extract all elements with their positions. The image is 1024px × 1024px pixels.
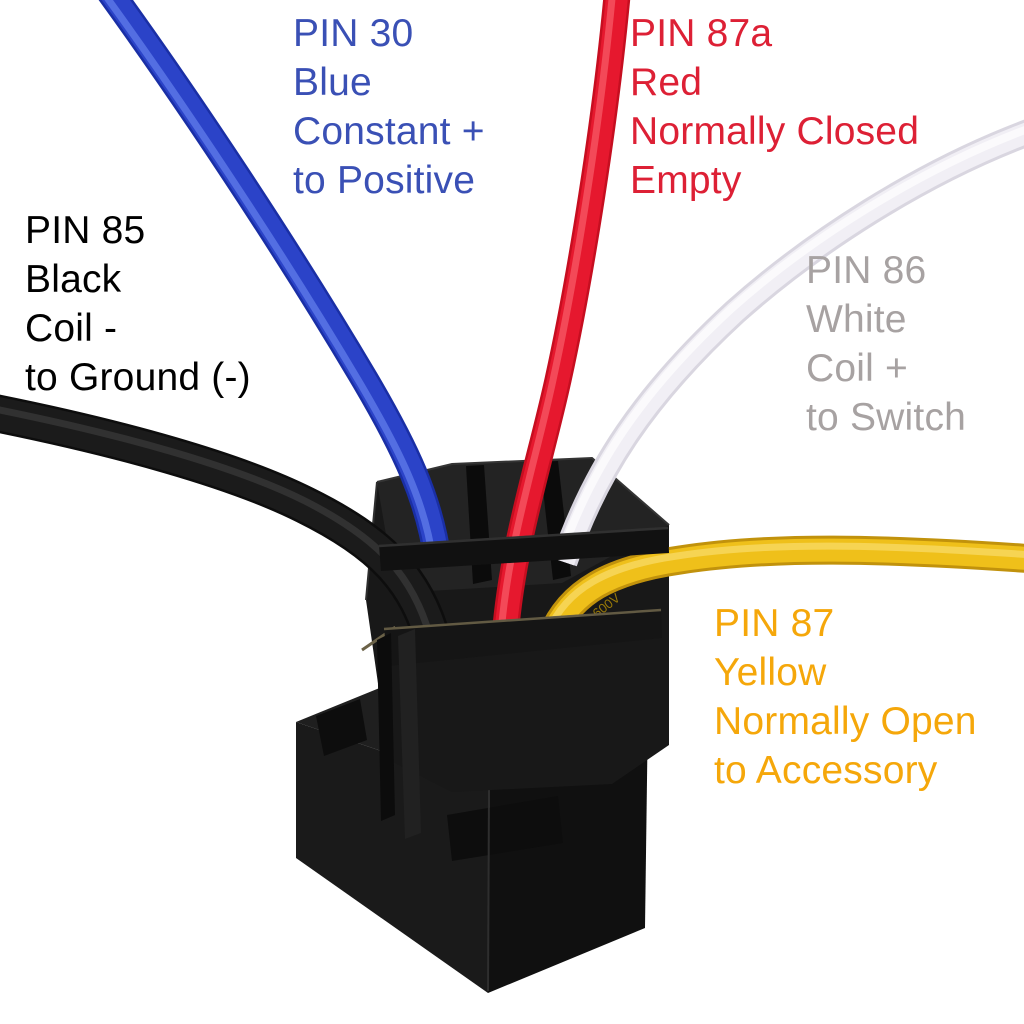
label-line: Red <box>630 61 703 104</box>
label-line: PIN 30 <box>293 12 414 55</box>
label-line: to Ground (-) <box>25 356 251 399</box>
cube-terminal-recess-left <box>316 699 367 756</box>
label-line: Constant + <box>293 110 485 153</box>
blue-wire <box>98 0 452 564</box>
compartment-wall-lower-edge <box>383 608 662 631</box>
socket-compartment-walls <box>378 526 669 666</box>
label-line: to Positive <box>293 159 476 202</box>
black-wire <box>0 394 453 651</box>
label-line: Empty <box>630 159 742 202</box>
label-pin-86: PIN 86 White Coil + to Switch <box>806 246 966 442</box>
mounting-rail-outer <box>377 633 395 821</box>
yellow-wire <box>538 535 1024 642</box>
label-line: PIN 87 <box>714 602 835 645</box>
wires <box>0 0 1024 651</box>
label-pin-87: PIN 87 Yellow Normally Open to Accessory <box>714 599 977 795</box>
label-line: to Switch <box>806 396 967 439</box>
label-pin-87a: PIN 87a Red Normally Closed Empty <box>630 9 919 205</box>
cube-front-corner-edge <box>487 789 490 992</box>
white-wire <box>551 119 1024 567</box>
socket-mounting-rails <box>377 629 421 839</box>
label-line: PIN 85 <box>25 209 146 252</box>
cube-left-face <box>296 722 490 993</box>
label-line: Yellow <box>714 651 827 694</box>
compartment-wall-upper <box>379 527 669 571</box>
label-line: Normally Open <box>714 700 977 743</box>
label-line: Blue <box>293 61 372 104</box>
label-line: Coil + <box>806 347 908 390</box>
label-line: PIN 87a <box>630 12 773 55</box>
label-pin-30: PIN 30 Blue Constant + to Positive <box>293 9 485 205</box>
label-pin-85: PIN 85 Black Coil - to Ground (-) <box>25 206 251 402</box>
label-line: to Accessory <box>714 749 938 792</box>
label-line: Normally Closed <box>630 110 920 153</box>
label-line: PIN 86 <box>806 249 927 292</box>
compartment-wall-upper-edge <box>378 526 669 548</box>
label-line: Coil - <box>25 307 118 350</box>
mounting-rail-inner <box>398 629 421 839</box>
label-line: Black <box>25 258 122 301</box>
label-line: White <box>806 298 907 341</box>
cube-front-recess <box>447 796 563 861</box>
